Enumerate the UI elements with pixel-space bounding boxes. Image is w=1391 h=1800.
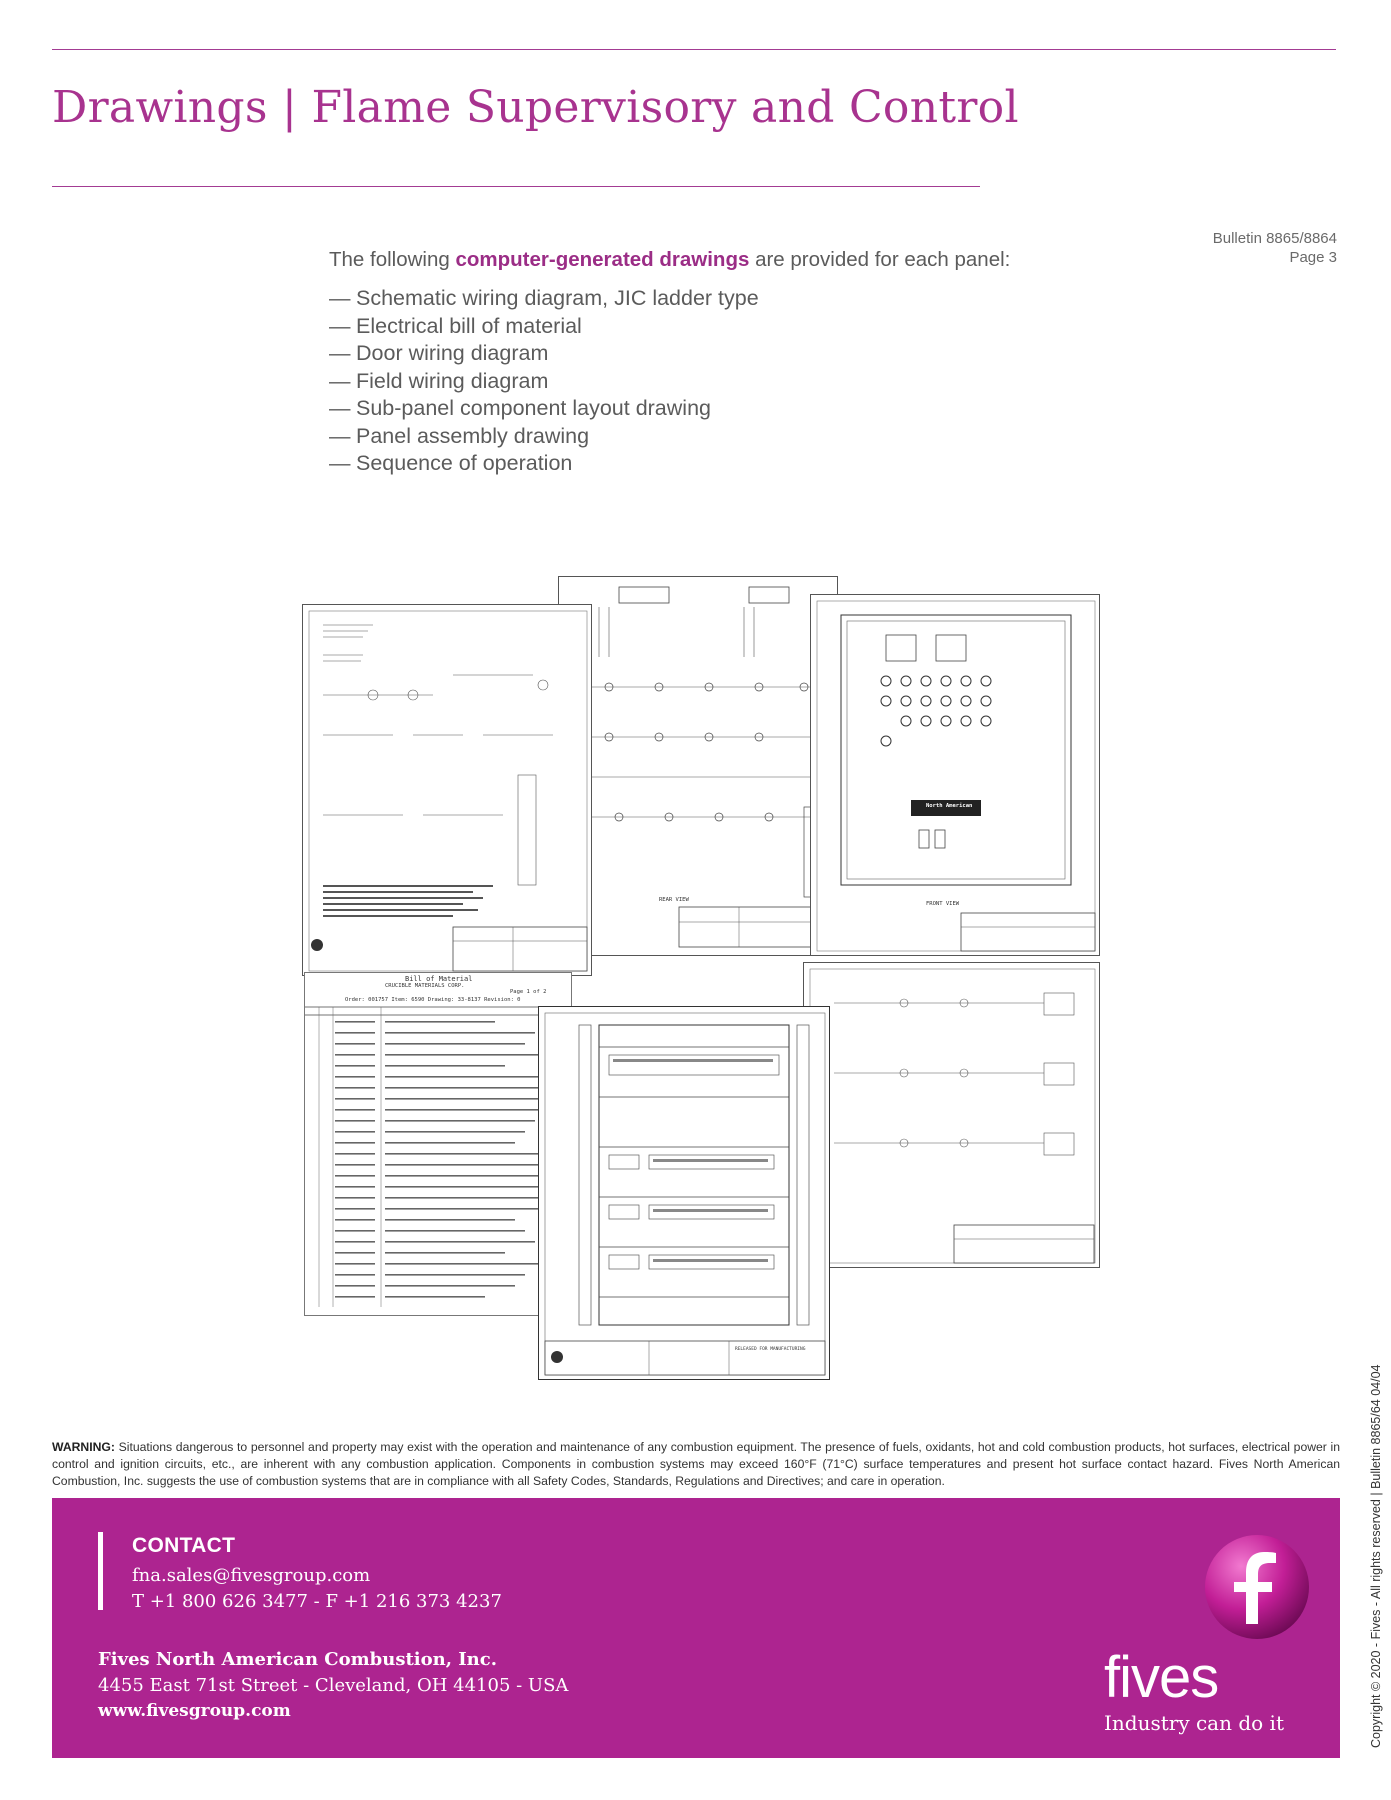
company-address: 4455 East 71st Street - Cleveland, OH 44… xyxy=(98,1675,569,1696)
north-american-plate: North American xyxy=(926,803,973,809)
field-wiring-sheet xyxy=(803,962,1100,1268)
door-wiring-sheet: REAR VIEW xyxy=(558,576,838,956)
list-item: —Sub-panel component layout drawing xyxy=(329,395,759,423)
sub-panel-lines xyxy=(544,1012,826,1376)
website-link[interactable]: www.fivesgroup.com xyxy=(98,1701,291,1721)
list-item-text: Schematic wiring diagram, JIC ladder typ… xyxy=(356,286,759,310)
top-rule xyxy=(52,49,1336,50)
list-item: —Electrical bill of material xyxy=(329,313,759,341)
door-wiring-lines xyxy=(579,586,830,948)
list-item-text: Sequence of operation xyxy=(356,451,573,475)
list-item-text: Door wiring diagram xyxy=(356,341,549,365)
rear-view-label: REAR VIEW xyxy=(659,897,689,903)
contact-accent-bar xyxy=(98,1532,103,1610)
safety-warning: WARNING: Situations dangerous to personn… xyxy=(52,1439,1340,1490)
footer-banner: CONTACT fna.sales@fivesgroup.com T +1 80… xyxy=(52,1498,1340,1758)
list-item: —Schematic wiring diagram, JIC ladder ty… xyxy=(329,285,759,313)
list-item-text: Panel assembly drawing xyxy=(356,423,590,448)
drawings-collage: REAR VIEW xyxy=(300,568,1112,1388)
copyright-side-text: Copyright © 2020 - Fives - All rights re… xyxy=(1369,1364,1383,1749)
bill-of-material-sheet: Bill of Material CRUCIBLE MATERIALS CORP… xyxy=(304,972,572,1316)
drawings-list: —Schematic wiring diagram, JIC ladder ty… xyxy=(329,285,759,478)
page-number: Page 3 xyxy=(1289,249,1337,266)
brand-tagline: Industry can do it xyxy=(1104,1711,1284,1735)
schematic-sheet xyxy=(302,604,592,976)
list-marker: — xyxy=(329,341,351,365)
bom-page: Page 1 of 2 xyxy=(510,989,547,995)
sub-panel-layout-sheet: RELEASED FOR MANUFACTURING xyxy=(538,1006,830,1380)
bom-title: Bill of Material xyxy=(405,975,473,983)
list-item: —Field wiring diagram xyxy=(329,368,759,396)
contact-email-link[interactable]: fna.sales@fivesgroup.com xyxy=(132,1565,371,1586)
bulletin-info: Bulletin 8865/8864 Page 3 xyxy=(1213,229,1337,267)
panel-assembly-lines xyxy=(816,600,1096,952)
intro-after: are provided for each panel: xyxy=(749,248,1011,271)
warning-label: WARNING: xyxy=(52,1440,115,1454)
list-item-text: Electrical bill of material xyxy=(356,313,582,338)
title-rule xyxy=(52,186,980,187)
list-marker: — xyxy=(329,396,351,420)
contact-title: CONTACT xyxy=(132,1534,236,1557)
list-marker: — xyxy=(329,313,351,338)
list-item-text: Field wiring diagram xyxy=(356,368,549,393)
list-marker: — xyxy=(329,286,351,310)
panel-assembly-sheet: North American FRONT VIEW xyxy=(810,594,1100,956)
bom-table-lines xyxy=(305,1006,571,1307)
company-name: Fives North American Combustion, Inc. xyxy=(98,1649,497,1670)
field-wiring-lines xyxy=(809,968,1096,1264)
list-marker: — xyxy=(329,423,351,448)
intro-before: The following xyxy=(329,248,456,271)
page-title: Drawings | Flame Supervisory and Control xyxy=(52,82,1019,133)
list-marker: — xyxy=(329,451,351,475)
logo-wordmark: fives xyxy=(1104,1645,1219,1710)
bom-order: Order: 001757 Item: 6590 Drawing: 33-813… xyxy=(345,997,521,1003)
list-item-text: Sub-panel component layout drawing xyxy=(356,396,711,420)
contact-phone: T +1 800 626 3477 - F +1 216 373 4237 xyxy=(132,1591,502,1612)
bom-company: CRUCIBLE MATERIALS CORP. xyxy=(385,983,465,989)
bulletin-number: Bulletin 8865/8864 xyxy=(1212,230,1337,247)
list-item: —Panel assembly drawing xyxy=(329,423,759,451)
list-item: —Sequence of operation xyxy=(329,450,759,478)
released-stamp: RELEASED FOR MANUFACTURING xyxy=(735,1347,806,1352)
schematic-lines xyxy=(308,610,588,972)
list-marker: — xyxy=(329,368,351,393)
list-item: —Door wiring diagram xyxy=(329,340,759,368)
fives-logo-icon xyxy=(1205,1535,1309,1639)
front-view-label: FRONT VIEW xyxy=(926,901,960,907)
warning-text: Situations dangerous to personnel and pr… xyxy=(52,1440,1340,1488)
intro-text: The following computer-generated drawing… xyxy=(329,248,1010,272)
intro-highlight: computer-generated drawings xyxy=(455,248,750,271)
